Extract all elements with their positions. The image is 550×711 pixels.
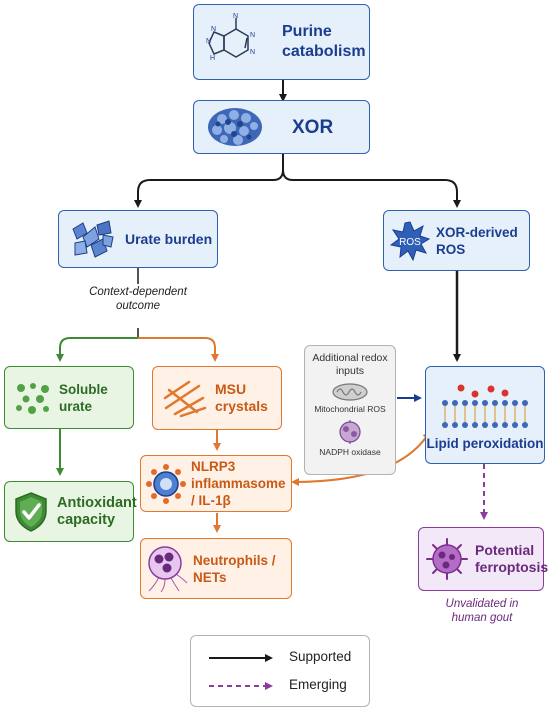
purine-catabolism-label: Purine catabolism [282, 23, 366, 60]
svg-text:N: N [250, 49, 255, 56]
arrow-xor-split [134, 154, 461, 208]
lipid-peroxidation-label: Lipid peroxidation [426, 435, 544, 451]
additional-redox-inputs-panel: Additional redox inputs Mitochondrial RO… [304, 345, 396, 475]
soluble-urate-dots-icon [16, 382, 49, 414]
lipid-peroxidation-node: Lipid peroxidation [425, 366, 545, 464]
shield-check-icon [15, 491, 47, 532]
legend: Supported Emerging [190, 635, 370, 707]
nlrp3-inflammasome-node: NLRP3 inflammasome / IL-1β [140, 455, 292, 512]
neutrophil-cell-icon [148, 545, 188, 592]
urate-burden-label: Urate burden [125, 230, 213, 247]
neutrophils-nets-label: Neutrophils / NETs [193, 552, 276, 585]
arrow-context-split [56, 328, 219, 362]
mitochondrial-ros-label: Mitochondrial ROS [314, 404, 386, 414]
unvalidated-note: Unvalidated in human gout [445, 598, 519, 624]
soluble-urate-node: Soluble urate [4, 366, 134, 429]
urate-crystals-icon [72, 220, 114, 258]
legend-swatches [209, 654, 273, 690]
soluble-urate-label: Soluble urate [59, 381, 108, 414]
msu-crystals-node: MSU crystals [152, 366, 282, 430]
antioxidant-capacity-node: Antioxidant capacity [4, 481, 137, 542]
ros-badge-text: ROS [399, 237, 421, 248]
legend-supported-label: Supported [289, 649, 352, 664]
inflammasome-ring-icon [146, 463, 186, 504]
legend-emerging-label: Emerging [289, 677, 347, 692]
purine-molecule-icon: NNN NNH [206, 13, 255, 62]
svg-text:N: N [250, 32, 255, 39]
nadph-oxidase-label: NADPH oxidase [319, 447, 381, 457]
lipid-bilayer-icon [442, 384, 528, 428]
potential-ferroptosis-label: Potential ferroptosis [475, 542, 549, 575]
xor-derived-ros-label: XOR-derived ROS [436, 224, 518, 257]
xor-node: XOR [193, 100, 370, 154]
neutrophils-nets-node: Neutrophils / NETs [140, 538, 292, 599]
msu-crystal-needles-icon [163, 380, 207, 418]
potential-ferroptosis-node: Potential ferroptosis [418, 527, 548, 591]
urate-burden-node: Urate burden [58, 210, 218, 268]
xor-protein-icon [208, 108, 262, 146]
svg-text:H: H [210, 55, 215, 62]
nadph-oxidase-icon [339, 420, 361, 444]
ferroptotic-cell-icon [426, 538, 468, 580]
xor-derived-ros-node: ROS XOR-derived ROS [383, 210, 530, 271]
antioxidant-capacity-label: Antioxidant capacity [57, 494, 137, 528]
svg-text:N: N [233, 13, 238, 20]
redox-inputs-title: Additional redox inputs [312, 352, 388, 377]
svg-text:N: N [206, 38, 211, 45]
mitochondrion-icon [332, 383, 368, 401]
nlrp3-inflammasome-label: NLRP3 inflammasome / IL-1β [191, 459, 286, 508]
ros-burst-icon: ROS [390, 220, 430, 261]
xor-label: XOR [292, 116, 334, 138]
context-dependent-note: Context-dependent outcome [89, 286, 187, 312]
svg-text:N: N [211, 26, 216, 33]
msu-crystals-label: MSU crystals [215, 381, 268, 414]
